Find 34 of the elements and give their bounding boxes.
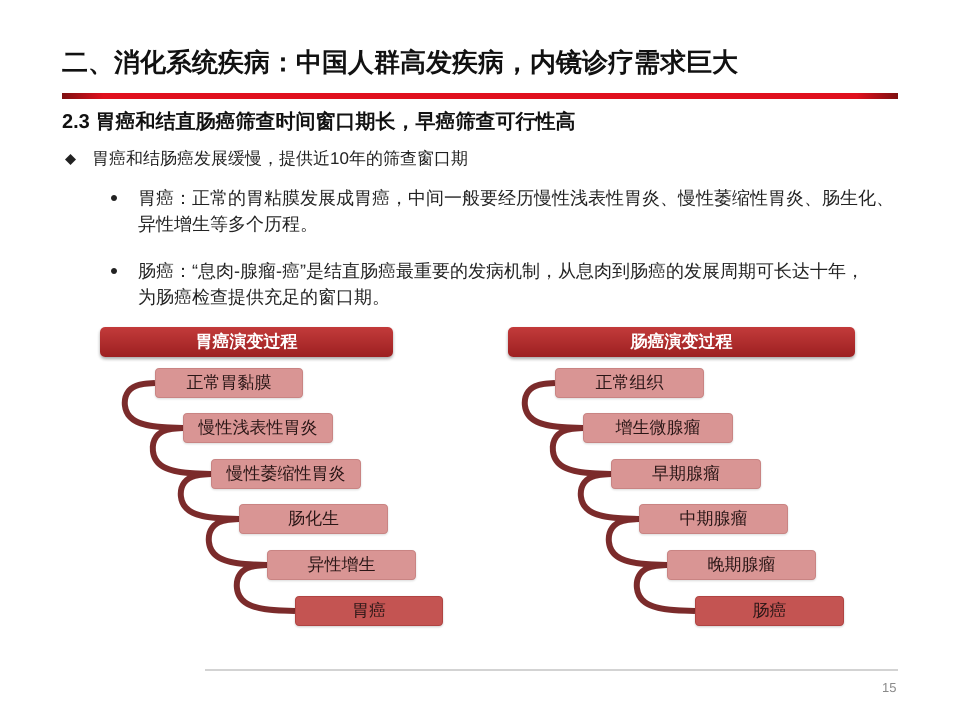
stage-label: 正常组织 [596, 372, 664, 394]
stage-label: 正常胃黏膜 [186, 372, 272, 394]
stage-label: 异性增生 [308, 554, 376, 576]
stage-box [183, 413, 333, 443]
page-title: 二、消化系统疾病：中国人群高发疾病，内镜诊疗需求巨大 [62, 46, 738, 79]
stage-box [155, 368, 303, 398]
stage-label: 胃癌 [352, 600, 386, 622]
section-subtitle: 2.3 胃癌和结直肠癌筛查时间窗口期长，早癌筛查可行性高 [62, 110, 576, 135]
page-number: 15 [882, 680, 896, 696]
stage-header-bar [100, 327, 393, 357]
stage-label: 增生微腺瘤 [616, 417, 700, 439]
stage-label: 晚期腺瘤 [708, 554, 776, 576]
stage-label: 肠癌 [752, 600, 786, 622]
bullet-text: 胃癌和结肠癌发展缓慢，提供近10年的筛查窗口期 [92, 148, 468, 170]
header-title: 胃癌演变过程 [196, 331, 298, 353]
stage-header-bar [508, 327, 855, 357]
final-stage-box [695, 596, 844, 626]
bullet-paragraph: 胃癌：正常的胃粘膜发展成胃癌，中间一般要经历慢性浅表性胃炎、慢性萎缩性胃炎、肠生化、异性增生等多个历程。 [138, 187, 895, 236]
stage-label: 慢性萎缩性胃炎 [226, 463, 346, 485]
stage-label: 早期腺瘤 [652, 463, 720, 485]
stage-box [639, 504, 788, 534]
bullet-paragraph: 肠癌：“息肉-腺瘤-癌”是结直肠癌最重要的发病机制，从息肉到肠癌的发展周期可长达十年，为肠癌检查提供充足的窗口期。 [138, 260, 865, 309]
stage-box [555, 368, 704, 398]
header-title: 肠癌演变过程 [630, 331, 732, 353]
stage-box [667, 550, 816, 580]
stage-box [583, 413, 733, 443]
stage-box [239, 504, 388, 534]
stage-label: 中期腺瘤 [680, 508, 748, 530]
final-stage-box [295, 596, 443, 626]
stage-box [211, 459, 361, 489]
stage-label: 肠化生 [288, 508, 339, 530]
stage-box [267, 550, 416, 580]
stage-label: 慢性浅表性胃炎 [198, 417, 318, 439]
stage-box [611, 459, 761, 489]
